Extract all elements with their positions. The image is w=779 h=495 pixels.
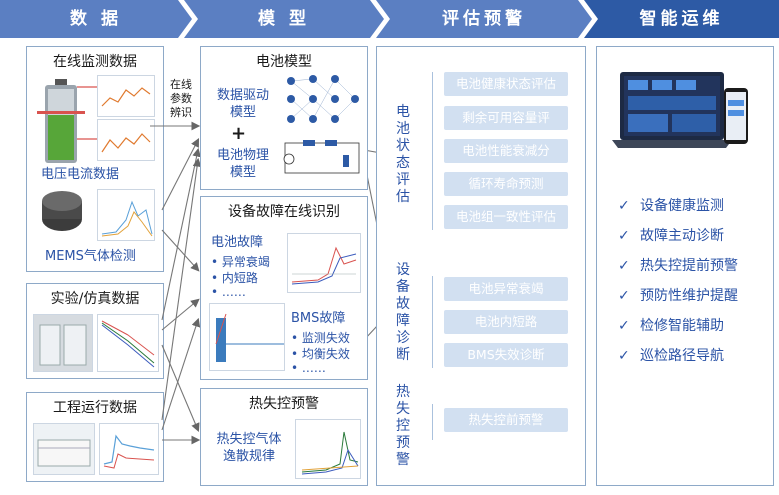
voltage-chart-thumb-1 — [97, 75, 155, 117]
lab-photo — [33, 314, 93, 372]
engineering-panel: 工程运行数据 — [26, 392, 164, 482]
ops-item-5: ✓ 检修智能辅助 — [618, 315, 724, 335]
mems-label: MEMS气体检测 — [45, 249, 136, 264]
thermal-warn-label: 热失控预警 — [396, 384, 410, 468]
check-icon: ✓ — [618, 288, 630, 304]
fault-diag-item-1: 电池异常衰竭 — [444, 277, 568, 301]
online-monitoring-title: 在线监测数据 — [53, 54, 137, 70]
ops-item-5-label: 检修智能辅助 — [640, 318, 724, 334]
state-eval-item-2: 剩余可用容量评 — [444, 106, 568, 130]
bms-fault-item-1: • 监测失效 — [291, 331, 350, 345]
fault-identification-panel: 设备故障在线识别 电池故障 • 异常衰竭 • 内短路 • …… BMS故障 • … — [200, 196, 368, 380]
fault-diag-item-3: BMS失效诊断 — [444, 343, 568, 367]
battery-fault-item-3: • …… — [211, 285, 246, 299]
circuit-diagram-icon — [283, 140, 360, 174]
bms-fault-item-3: • …… — [291, 361, 326, 375]
experiment-curve-thumb — [97, 314, 159, 372]
ops-item-1-label: 设备健康监测 — [640, 198, 724, 214]
battery-model-panel: 电池模型 数据驱动 模型 + 电池物理 模型 — [200, 46, 368, 190]
stage-ops: 智能运维 — [584, 0, 779, 38]
thermal-warn-bracket — [432, 404, 433, 440]
state-eval-label: 电池状态评估 — [396, 104, 410, 205]
stage-ops-label: 智能运维 — [639, 9, 724, 29]
data-driven-model-label: 数据驱动 模型 — [216, 88, 269, 120]
check-icon: ✓ — [618, 318, 630, 334]
state-eval-bracket — [432, 72, 433, 230]
thermal-chart-thumb — [295, 419, 361, 479]
stage-eval-label: 评估预警 — [442, 9, 526, 29]
laptop-dashboard-icon — [612, 72, 748, 148]
bms-fault-item-2: • 均衡失效 — [291, 347, 350, 361]
fault-diag-label: 设备故障诊断 — [396, 262, 410, 363]
check-icon: ✓ — [618, 348, 630, 364]
thermal-model-title: 热失控预警 — [249, 396, 319, 412]
thermal-warn-item-1: 热失控前预警 — [444, 408, 568, 432]
ops-item-3: ✓ 热失控提前预警 — [618, 255, 738, 275]
stage-data-label: 数 据 — [70, 9, 122, 29]
stage-model-label: 模 型 — [258, 9, 310, 29]
ops-item-2-label: 故障主动诊断 — [640, 228, 724, 244]
check-icon: ✓ — [618, 258, 630, 274]
ops-item-2: ✓ 故障主动诊断 — [618, 225, 724, 245]
neural-network-icon — [287, 75, 359, 123]
engineering-title: 工程运行数据 — [53, 400, 137, 416]
ops-item-3-label: 热失控提前预警 — [640, 258, 738, 274]
plus-sign: + — [231, 123, 247, 144]
online-monitoring-panel: 在线监测数据 电压电流数据 MEMS气体检测 — [26, 46, 164, 272]
param-identification-label: 在线 参数 辨识 — [170, 78, 192, 119]
battery-fault-label: 电池故障 — [211, 235, 264, 250]
stage-data: 数 据 — [0, 0, 192, 38]
ops-item-6-label: 巡检路径导航 — [640, 348, 724, 364]
fault-diag-item-2: 电池内短路 — [444, 310, 568, 334]
battery-icon — [37, 79, 85, 163]
mems-chart-thumb — [97, 189, 155, 241]
voltage-chart-thumb-2 — [97, 119, 155, 161]
experiment-title: 实验/仿真数据 — [50, 291, 140, 307]
check-icon: ✓ — [618, 198, 630, 214]
check-icon: ✓ — [618, 228, 630, 244]
state-eval-item-5: 电池组一致性评估 — [444, 205, 568, 229]
bms-fault-label: BMS故障 — [291, 311, 346, 326]
fault-identification-title: 设备故障在线识别 — [228, 204, 340, 220]
state-eval-item-1: 电池健康状态评估 — [444, 72, 568, 96]
battery-fault-item-2: • 内短路 — [211, 271, 258, 285]
ops-item-1: ✓ 设备健康监测 — [618, 195, 724, 215]
state-eval-item-4: 循环寿命预测 — [444, 172, 568, 196]
voltage-current-label: 电压电流数据 — [41, 167, 120, 182]
ops-item-4-label: 预防性维护提醒 — [640, 288, 738, 304]
state-eval-item-3: 电池性能衰减分 — [444, 139, 568, 163]
experiment-panel: 实验/仿真数据 — [26, 283, 164, 379]
connector-lines — [77, 86, 97, 140]
stage-eval: 评估预警 — [376, 0, 592, 38]
fault-diag-bracket — [432, 276, 433, 368]
stage-model: 模 型 — [184, 0, 384, 38]
ops-item-4: ✓ 预防性维护提醒 — [618, 285, 738, 305]
battery-fault-chart-thumb — [287, 233, 361, 293]
battery-model-title: 电池模型 — [256, 54, 312, 70]
ops-item-6: ✓ 巡检路径导航 — [618, 345, 724, 365]
thermal-model-panel: 热失控预警 热失控气体 逸散规律 — [200, 388, 368, 486]
battery-fault-item-1: • 异常衰竭 — [211, 255, 270, 269]
bms-fault-chart-thumb — [209, 303, 285, 371]
mems-sensor-icon — [42, 191, 82, 231]
thermal-gas-label: 热失控气体 逸散规律 — [216, 432, 282, 464]
physical-model-label: 电池物理 模型 — [216, 148, 269, 180]
engineering-curve-thumb — [99, 423, 159, 475]
container-photo — [33, 423, 95, 475]
